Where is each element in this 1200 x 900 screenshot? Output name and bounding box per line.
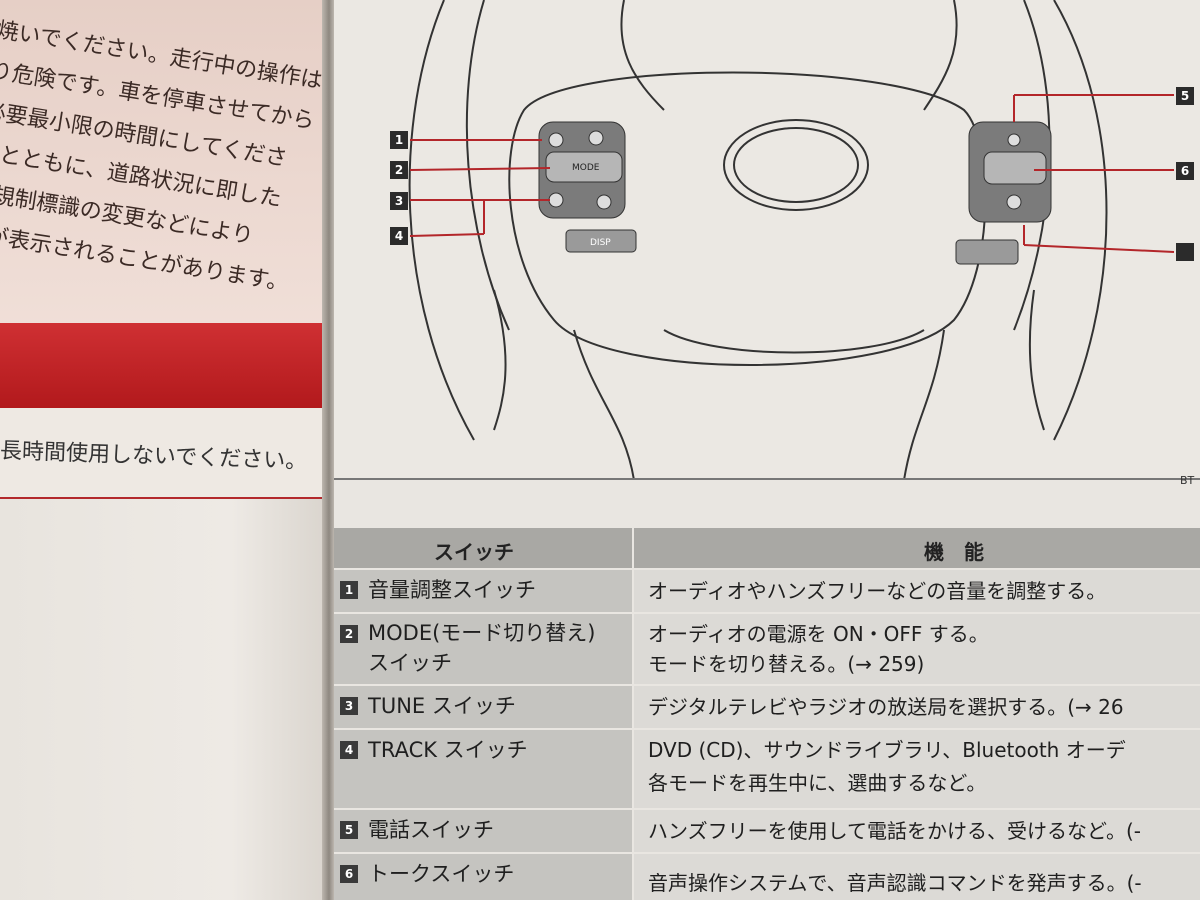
row-number: 4 — [340, 741, 358, 759]
callout-3: 3 — [390, 192, 408, 210]
diagram-divider — [334, 478, 1200, 480]
table-row: 6 トークスイッチ 音声操作システムで、音声認識コマンドを発声する。(- — [334, 854, 1200, 900]
callout-7 — [1176, 243, 1194, 261]
switch-name: MODE(モード切り替え) スイッチ — [368, 621, 596, 675]
mode-label: MODE — [572, 163, 600, 173]
callout-2: 2 — [390, 161, 408, 179]
row-number: 2 — [340, 625, 358, 643]
table-row: 5 電話スイッチ ハンズフリーを使用して電話をかける、受けるなど。(- — [334, 810, 1200, 852]
callout-6: 6 — [1176, 162, 1194, 180]
row-number: 3 — [340, 697, 358, 715]
warning-text: 焼いでください。走行中の操作は り危険です。車を停車させてから 必要最小限の時間… — [0, 10, 330, 309]
row-number: 1 — [340, 581, 358, 599]
disp-label: DISP — [590, 238, 611, 248]
function-text: 音声操作システムで、音声認識コマンドを発声する。(- — [648, 871, 1142, 895]
function-text: オーディオやハンズフリーなどの音量を調整する。 — [648, 579, 1107, 603]
notice-box — [0, 408, 330, 498]
row-number: 6 — [340, 865, 358, 883]
function-text: DVD (CD)、サウンドライブラリ、Bluetooth オーデ — [648, 738, 1126, 762]
callout-1: 1 — [390, 131, 408, 149]
right-page: MODE DISP 1 2 3 4 5 6 BT スイッチ 機 能 1 音量調整… — [334, 0, 1200, 900]
function-text: オーディオの電源を ON・OFF する。 — [648, 622, 989, 646]
function-text: モードを切り替える。(→ 259) — [648, 652, 925, 676]
red-notice-band — [0, 323, 330, 408]
table-row: 1 音量調整スイッチ オーディオやハンズフリーなどの音量を調整する。 — [334, 570, 1200, 612]
left-page: 焼いでください。走行中の操作は り危険です。車を停車させてから 必要最小限の時間… — [0, 0, 330, 900]
callout-5: 5 — [1176, 87, 1194, 105]
function-text: 各モードを再生中に、選曲するなど。 — [648, 771, 987, 795]
figure-code: BT — [1180, 474, 1195, 487]
switch-name: TUNE スイッチ — [368, 694, 516, 718]
callout-4: 4 — [390, 227, 408, 245]
table-row: 2 MODE(モード切り替え) スイッチ オーディオの電源を ON・OFF する… — [334, 614, 1200, 684]
notice-rule — [0, 497, 330, 499]
switch-name: 音量調整スイッチ — [368, 578, 536, 602]
book-spine — [322, 0, 336, 900]
header-function: 機 能 — [924, 540, 984, 564]
function-text: デジタルテレビやラジオの放送局を選択する。(→ 26 — [648, 695, 1124, 719]
steering-wheel-illustration: MODE DISP — [408, 0, 1175, 481]
steering-wheel-diagram: MODE DISP 1 2 3 4 5 6 BT — [334, 0, 1200, 487]
warning-box: 焼いでください。走行中の操作は り危険です。車を停車させてから 必要最小限の時間… — [0, 0, 330, 330]
table-header: スイッチ 機 能 — [334, 528, 1200, 568]
switch-name: 電話スイッチ — [368, 818, 494, 842]
switch-name: トークスイッチ — [368, 862, 515, 886]
switch-name: TRACK スイッチ — [368, 738, 528, 762]
table-row: 3 TUNE スイッチ デジタルテレビやラジオの放送局を選択する。(→ 26 — [334, 686, 1200, 728]
function-text: ハンズフリーを使用して電話をかける、受けるなど。(- — [648, 819, 1142, 843]
header-switch: スイッチ — [434, 540, 514, 564]
table-row: 4 TRACK スイッチ DVD (CD)、サウンドライブラリ、Bluetoot… — [334, 730, 1200, 808]
row-number: 5 — [340, 821, 358, 839]
